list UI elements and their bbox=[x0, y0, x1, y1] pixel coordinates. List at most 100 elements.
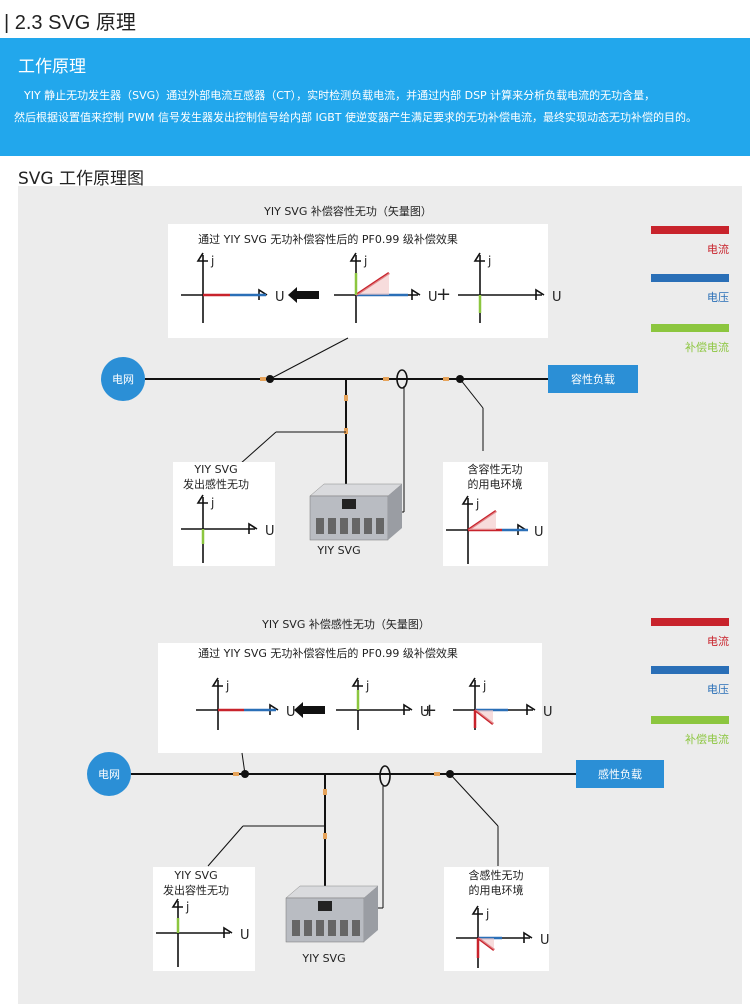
arrow-head bbox=[523, 931, 533, 943]
section-title: | 2.3 SVG 原理 bbox=[4, 12, 136, 34]
device-top bbox=[309, 483, 403, 497]
legend-current-bar bbox=[651, 618, 729, 626]
axis-j-label: j bbox=[475, 497, 479, 511]
connector-tick bbox=[344, 395, 348, 401]
device-module bbox=[352, 518, 360, 534]
legend-voltage-label: 电压 bbox=[707, 291, 729, 304]
svg-device bbox=[309, 483, 403, 541]
connector-tick bbox=[434, 772, 440, 776]
device-module bbox=[340, 920, 348, 936]
banner-paragraph-2: 然后根据设置值来控制 PWM 信号发生器发出控制信号给内部 IGBT 使逆变器产… bbox=[14, 111, 698, 124]
load-side-label: 的用电环境 bbox=[469, 883, 524, 897]
legend-current-bar bbox=[651, 226, 729, 234]
diagram-title: SVG 工作原理图 bbox=[18, 169, 144, 189]
vector-plot: jU bbox=[456, 905, 550, 968]
arrow-tip bbox=[288, 287, 297, 303]
axis-j-label: j bbox=[482, 679, 486, 693]
arrow-head bbox=[473, 252, 485, 262]
arrow-head bbox=[403, 703, 413, 715]
legend-comp-label: 补偿电流 bbox=[685, 732, 729, 746]
arrow-head bbox=[171, 898, 183, 908]
arrow-head bbox=[258, 288, 268, 300]
axis-u-label: U bbox=[286, 705, 296, 720]
top-vector-box bbox=[168, 224, 548, 338]
callout-line bbox=[459, 378, 484, 409]
bottom-title: YIY SVG 补偿感性无功（矢量图） bbox=[261, 617, 430, 631]
arrow-head bbox=[461, 495, 473, 505]
device-screen bbox=[318, 901, 332, 911]
connector-tick bbox=[323, 833, 327, 839]
bottom-vector-box bbox=[158, 643, 542, 753]
connector-tick bbox=[344, 428, 348, 434]
bottom-box-caption: 通过 YIY SVG 无功补偿容性后的 PF0.99 级补偿效果 bbox=[198, 646, 458, 660]
top-box-caption: 通过 YIY SVG 无功补偿容性后的 PF0.99 级补偿效果 bbox=[198, 232, 458, 246]
phase-shade bbox=[468, 511, 496, 530]
connector-tick bbox=[233, 772, 239, 776]
vector-plot: jU bbox=[446, 495, 544, 564]
device-module bbox=[328, 920, 336, 936]
axis-j-label: j bbox=[485, 907, 489, 921]
connector-tick bbox=[323, 789, 327, 795]
grid-node bbox=[87, 752, 131, 796]
device-module bbox=[316, 518, 324, 534]
load-label: 容性负载 bbox=[571, 372, 615, 386]
legend-comp-label: 补偿电流 bbox=[685, 340, 729, 354]
device-module bbox=[376, 518, 384, 534]
arrow-head bbox=[269, 703, 279, 715]
arrow-head bbox=[468, 677, 480, 687]
load-side-label: 含感性无功 bbox=[469, 868, 524, 882]
legend-voltage-label: 电压 bbox=[707, 683, 729, 696]
arrow-head bbox=[196, 494, 208, 504]
callout-line bbox=[207, 825, 244, 867]
legend-current-label: 电流 bbox=[707, 242, 729, 256]
device-module bbox=[328, 518, 336, 534]
vector-plot: jU bbox=[453, 677, 553, 730]
connector-tick bbox=[383, 377, 389, 381]
plus-sign: + bbox=[436, 284, 451, 305]
device-side bbox=[388, 484, 402, 540]
arrow-head bbox=[351, 677, 363, 687]
svg-side-label: 发出感性无功 bbox=[183, 477, 249, 491]
svg-side-label: 发出容性无功 bbox=[163, 883, 229, 897]
device-module bbox=[316, 920, 324, 936]
legend-current-label: 电流 bbox=[707, 634, 729, 648]
load-side-label: 含容性无功 bbox=[468, 462, 523, 476]
banner-heading: 工作原理 bbox=[18, 57, 86, 77]
phase-shade bbox=[356, 273, 389, 295]
axis-j-label: j bbox=[487, 254, 491, 268]
principle-banner: 工作原理 YIY 静止无功发生器（SVG）通过外部电流互感器（CT），实时检测负… bbox=[0, 38, 750, 156]
grid-label: 电网 bbox=[112, 373, 134, 386]
device-module bbox=[340, 518, 348, 534]
grid-node bbox=[101, 357, 145, 401]
arrow-tip bbox=[294, 702, 303, 718]
axis-u-label: U bbox=[540, 933, 550, 948]
axis-u-label: U bbox=[265, 524, 275, 539]
axis-u-label: U bbox=[543, 705, 553, 720]
load-side-box bbox=[444, 867, 549, 971]
load-side-label: 的用电环境 bbox=[468, 477, 523, 491]
diagram-panel: YIY SVG 补偿容性无功（矢量图） 通过 YIY SVG 无功补偿容性后的 P… bbox=[18, 186, 742, 1004]
device-side bbox=[364, 886, 378, 942]
svg-side-label: YIY SVG bbox=[193, 463, 237, 476]
phase-shade bbox=[478, 938, 494, 950]
arrow-head bbox=[211, 677, 223, 687]
arrow-head bbox=[526, 703, 536, 715]
axis-u-label: U bbox=[240, 928, 250, 943]
device-module bbox=[304, 920, 312, 936]
top-title: YIY SVG 补偿容性无功（矢量图） bbox=[263, 204, 432, 218]
arrow-body bbox=[295, 291, 319, 299]
device-module bbox=[292, 920, 300, 936]
axis-j-label: j bbox=[365, 679, 369, 693]
device-label: YIY SVG bbox=[301, 952, 345, 965]
vector-plot: jU bbox=[196, 677, 296, 730]
legend-comp-bar bbox=[651, 324, 729, 332]
callout-line bbox=[449, 773, 499, 827]
ct-sensor bbox=[396, 369, 408, 389]
axis-j-label: j bbox=[210, 254, 214, 268]
arrow-head bbox=[349, 252, 361, 262]
arrow-body bbox=[301, 706, 325, 714]
load-box bbox=[576, 760, 664, 788]
phase-shade bbox=[475, 710, 493, 724]
svg-side-label: YIY SVG bbox=[173, 869, 217, 882]
ct-sensor bbox=[379, 765, 391, 787]
